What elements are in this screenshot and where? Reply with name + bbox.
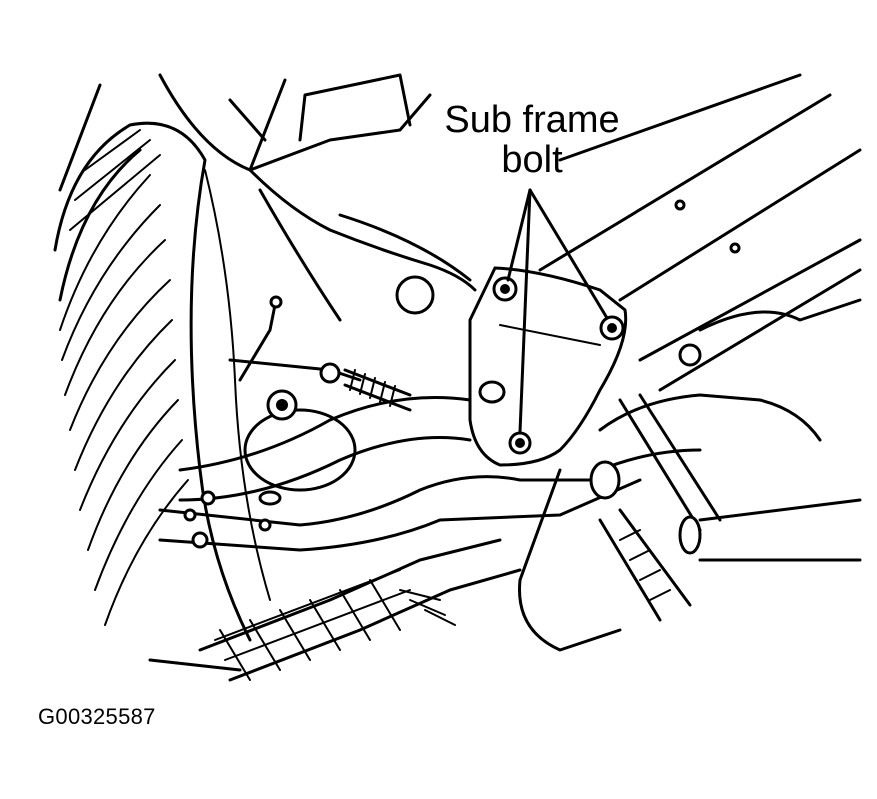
- tire: [53, 121, 271, 642]
- lower-arm: [158, 396, 642, 552]
- callout-line-1: Sub frame: [444, 99, 620, 141]
- transmission-pan: [148, 538, 522, 682]
- upper-body: [58, 73, 477, 322]
- knuckle: [228, 295, 412, 492]
- subframe-bolt-label: Sub frame bolt: [432, 100, 632, 180]
- drive-shaft: [518, 393, 862, 652]
- leader-lines: [506, 188, 609, 434]
- figure-id: G00325587: [38, 704, 156, 729]
- subframe-bracket: [468, 266, 628, 467]
- frame-rails: [538, 73, 862, 392]
- callout-line-2: bolt: [501, 139, 563, 181]
